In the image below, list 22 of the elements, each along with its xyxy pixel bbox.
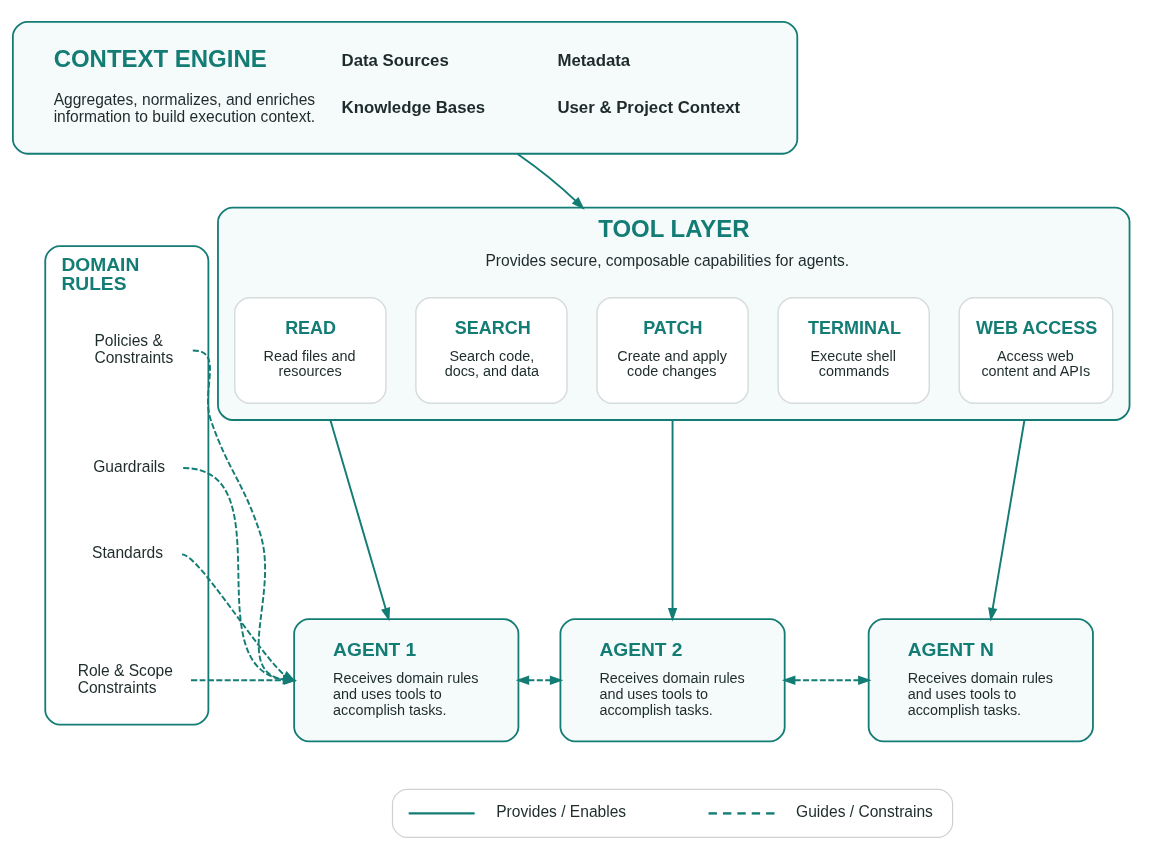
node-text: Standards [92,544,164,562]
node-box: WEB ACCESS Access web content and APIs [958,296,1114,404]
arrow [190,675,298,685]
node-box: PATCH Create and apply code changes [596,296,749,404]
arrow [781,675,872,685]
node-text: Guardrails [93,458,166,476]
node-box: SEARCH Search code, docs, and data [415,296,568,404]
node-box: CONTEXT ENGINE Data Sources Metadata Aggregates, normalizes, and enriches information to build execution context. Knowledge Bases User & Project Context [11,20,799,155]
node-text: Policies & Constraints [94,332,174,366]
node-box: READ Read files and resources [234,296,387,404]
arrow [516,152,585,210]
legend-label: Guides / Constrains [796,803,933,821]
node-box: TERMINAL Execute shell commands [777,296,930,404]
arrow [329,419,391,622]
node-text: Role & Scope Constraints [77,661,173,696]
node-box: AGENT 1 Receives domain rules and uses tools to accomplish tasks. [293,618,520,743]
node-box: AGENT 2 Receives domain rules and uses tools to accomplish tasks. [559,618,786,743]
node-box: AGENT N Receives domain rules and uses tools to accomplish tasks. [867,618,1094,743]
legend-label: Provides / Enables [496,803,627,821]
arrow [515,675,564,685]
arrow [988,419,1026,622]
arrow [667,419,678,622]
